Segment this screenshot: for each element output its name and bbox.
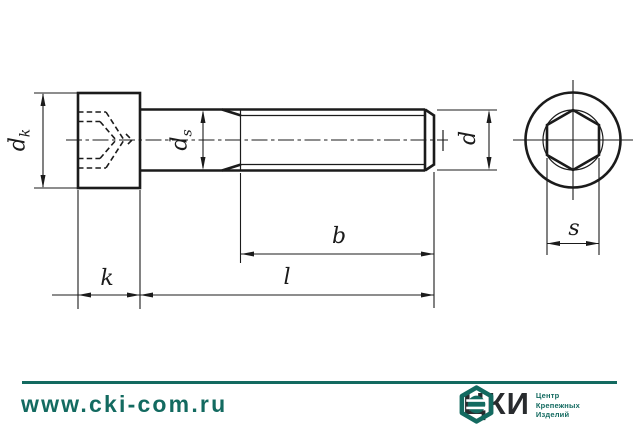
website-url: www.cki-com.ru	[21, 391, 228, 417]
dim-b-lines	[239, 173, 434, 263]
dim-dk-lines	[34, 92, 78, 189]
dk-sub: k	[17, 128, 34, 138]
dim-label-l: l	[283, 267, 290, 289]
tagline-line-1: Центр	[535, 391, 560, 400]
ds-base: d	[167, 136, 193, 151]
dk-base: d	[5, 137, 31, 152]
tagline-line-2: Крепежных	[535, 400, 581, 410]
hex-socket-outline	[545, 108, 601, 172]
k-base: k	[100, 266, 114, 291]
footer-divider-line	[22, 381, 617, 384]
s-base: s	[568, 216, 580, 241]
screw-body-outline	[140, 108, 425, 172]
screw-end-view	[513, 80, 633, 200]
technical-drawing	[34, 80, 633, 309]
d-base: d	[456, 130, 481, 146]
b-base: b	[331, 224, 347, 249]
hex-socket-hidden-lines	[78, 111, 134, 169]
dim-label-s: s	[568, 218, 579, 240]
dimension-lines	[34, 92, 600, 309]
tip-chamfer	[424, 108, 436, 172]
hex-socket-logo-icon	[459, 385, 494, 424]
dim-label-dk: dk	[5, 128, 34, 152]
dimension-arrowheads	[40, 93, 599, 298]
screw-side-view	[76, 91, 436, 190]
ds-sub: s	[179, 129, 196, 137]
tagline-line-3: Изделий	[535, 410, 570, 419]
dim-label-b: b	[332, 226, 346, 248]
thread-runout	[221, 108, 242, 172]
logo-tagline: Центр Крепежных Изделий	[536, 391, 580, 420]
dim-l-k-lines	[52, 172, 435, 309]
dim-label-ds: ds	[167, 129, 196, 151]
dim-label-d: d	[456, 130, 481, 146]
dim-label-k: k	[100, 268, 113, 290]
end-view-centerlines	[513, 80, 633, 200]
head-circle	[524, 91, 622, 189]
cki-logo: ЦКИ Центр Крепежных Изделий	[456, 384, 580, 424]
l-base: l	[283, 265, 291, 290]
